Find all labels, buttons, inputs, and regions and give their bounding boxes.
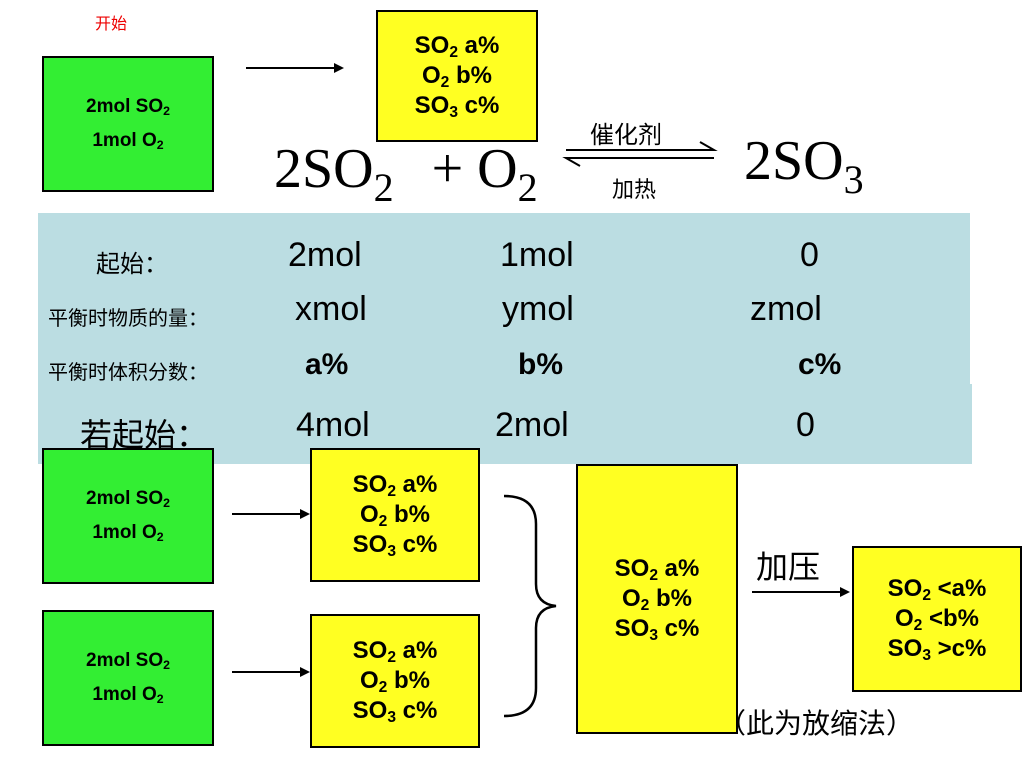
equation-left: 2SO2 + O2 [274,138,538,210]
row-equil-amount-o2: ymol [502,290,574,328]
row-equil-volume-o2: b% [518,348,563,381]
row-equil-volume-so2: a% [305,348,349,381]
o2-fraction: O2 b% [421,62,493,91]
equilibrium-reverse [562,157,714,167]
row-start-o2: 1mol [500,236,574,274]
so2-amount: 2mol SO2 [86,96,170,119]
so3-fraction: SO3 c% [352,531,438,560]
so2-amount: 2mol SO2 [86,650,170,673]
catalyst-label: 催化剂 [590,121,662,149]
row-start-so2: 2mol [288,236,362,274]
initial-state-box: 2mol SO2 1mol O2 [42,56,214,192]
o2-amount: 1mol O2 [92,522,164,545]
initial-state-box-lower-2: 2mol SO2 1mol O2 [42,610,214,746]
o2-amount: 1mol O2 [92,130,164,153]
o2-fraction: O2 b% [359,501,431,530]
equilibrium-box-lower-1: SO2 a% O2 b% SO3 c% [310,448,480,582]
so2-fraction: SO2 a% [352,637,438,666]
so3-fraction: SO3 c% [352,697,438,726]
start-label: 开始 [95,14,128,33]
combined-equilibrium-box: SO2 a% O2 b% SO3 c% [576,464,738,734]
row-if-start-o2: 2mol [495,406,569,444]
equilibrium-forward [566,141,718,151]
arrow-top-head [334,63,344,73]
row-equil-volume-label: 平衡时体积分数： [48,360,208,384]
o2-fraction: O2 <b% [894,605,980,634]
o2-amount: 1mol O2 [92,684,164,707]
arrow-pressurize-head [840,587,850,597]
so2-amount: 2mol SO2 [86,488,170,511]
row-equil-amount-label: 平衡时物质的量： [48,306,208,330]
so2-fraction: SO2 a% [352,471,438,500]
so2-fraction: SO2 <a% [887,575,987,604]
equation-right: 2SO3 [744,130,864,202]
result-box: SO2 <a% O2 <b% SO3 >c% [852,546,1022,692]
pressurize-label: 加压 [756,548,821,586]
so3-fraction: SO3 c% [414,92,500,121]
initial-state-box-lower-1: 2mol SO2 1mol O2 [42,448,214,584]
arrow-lower-2-head [300,667,310,677]
row-if-start-so3: 0 [796,406,815,444]
so3-fraction: SO3 >c% [887,635,987,664]
so3-fraction: SO3 c% [614,615,700,644]
o2-fraction: O2 b% [621,585,693,614]
row-if-start-so2: 4mol [296,406,370,444]
row-equil-amount-so2: xmol [295,290,367,328]
arrow-lower-1-head [300,509,310,519]
row-start-label: 起始： [96,250,168,278]
heat-label: 加热 [612,178,657,203]
equilibrium-box-lower-2: SO2 a% O2 b% SO3 c% [310,614,480,748]
o2-fraction: O2 b% [359,667,431,696]
row-if-start-label: 若起始： [80,416,209,454]
row-equil-volume-so3: c% [798,348,842,381]
equilibrium-box-top: SO2 a% O2 b% SO3 c% [376,10,538,142]
method-note: （此为放缩法） [718,707,915,740]
row-start-so3: 0 [800,236,819,274]
so2-fraction: SO2 a% [614,555,700,584]
so2-fraction: SO2 a% [414,32,500,61]
row-equil-amount-so3: zmol [750,290,822,328]
brace [503,494,557,718]
table-panel-upper [38,213,970,389]
